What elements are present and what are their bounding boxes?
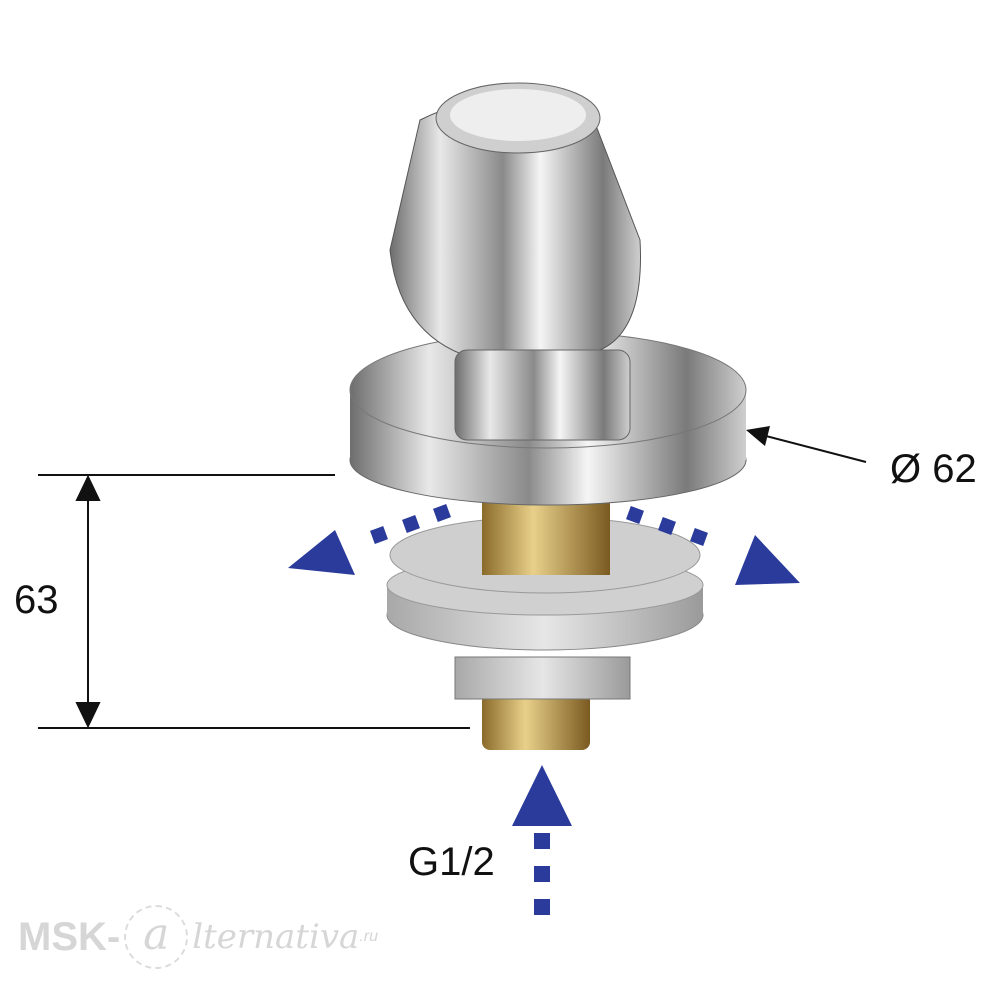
washers xyxy=(386,495,704,651)
watermark-logo: MSK- a lternativa .ru xyxy=(18,905,378,969)
diameter-leader-arrow xyxy=(746,426,867,463)
flow-arrow-right xyxy=(626,506,800,585)
thread-label: G1/2 xyxy=(408,840,495,884)
diameter-label: Ø 62 xyxy=(890,447,977,491)
watermark-suffix: .ru xyxy=(359,928,378,945)
watermark-rest: lternativa xyxy=(192,917,360,957)
flow-arrow-inlet xyxy=(512,765,572,915)
bottom-thread xyxy=(454,656,631,750)
height-label: 63 xyxy=(14,578,59,622)
watermark-at: a xyxy=(124,905,189,969)
height-dimension xyxy=(38,474,470,729)
watermark-prefix: MSK- xyxy=(18,914,121,959)
knob xyxy=(389,82,641,441)
flow-arrow-left xyxy=(288,504,451,575)
